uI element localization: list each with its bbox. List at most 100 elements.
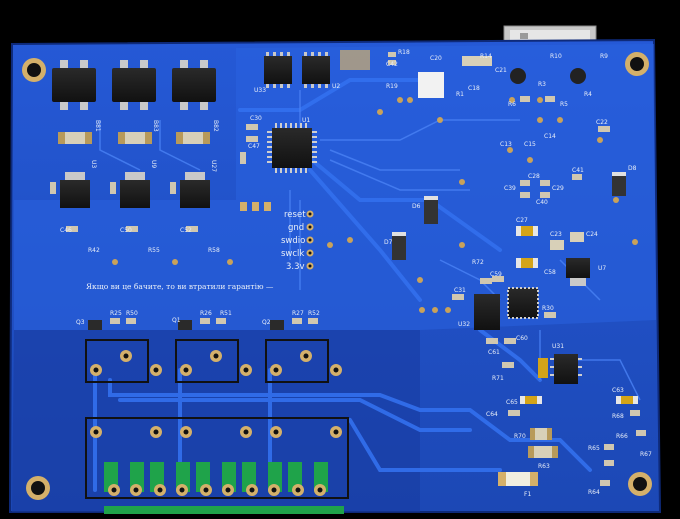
label-r55: R55 [148,247,160,254]
ic-u33: U33 [254,52,292,94]
label-r64: R64 [588,489,600,496]
label-b81: B81 [94,120,101,132]
label-u32: U32 [458,321,470,328]
label-c31: C31 [454,287,466,294]
label-u3: U3 [90,160,97,168]
transistor-row: Q3 R25 R50 Q1 R26 R51 Q2 R27 R52 [76,310,320,330]
label-d7: D7 [384,239,393,246]
label-c14: C14 [544,133,556,140]
label-c46: C46 [60,227,72,234]
label-c18: C18 [468,85,480,92]
label-q2: Q2 [262,319,271,326]
label-r4: R4 [584,91,592,98]
voltage-regulators: U3 U9 U27 [60,160,217,208]
label-c59: C59 [490,271,502,278]
mcu-u1: U1 [267,117,317,173]
label-r71: R71 [492,375,504,382]
label-r10: R10 [550,53,562,60]
label-c29: C29 [552,185,564,192]
label-c20: C20 [430,55,442,62]
header-label-3v3: 3.3v [286,262,305,272]
traces [93,78,592,492]
label-r6: R6 [508,101,516,108]
smd-capacitors-row [58,132,210,144]
label-r51: R51 [220,310,232,317]
label-r42: R42 [88,247,100,254]
mounting-hole-bottom-left [26,476,50,500]
regulator-row-passives: C46 C50 C52 R42 R55 R58 [50,182,220,254]
label-r67: R67 [640,451,652,458]
header-label-swclk: swclk [281,249,304,259]
label-u33: U33 [254,87,266,94]
label-u7: U7 [598,265,606,272]
label-r52: R52 [308,310,320,317]
label-c47: C47 [248,143,260,150]
vias [112,97,638,313]
label-r18: R18 [398,49,410,56]
label-q3: Q3 [76,319,85,326]
label-d8: D8 [628,165,637,172]
label-r1: R1 [456,91,464,98]
label-r19: R19 [386,83,398,90]
label-c27: C27 [516,217,528,224]
label-r14: R14 [480,53,492,60]
label-c42: C42 [386,61,398,68]
bridge-rectifier-b82: B82 [172,60,219,132]
label-c40: C40 [536,199,548,206]
label-c52: C52 [180,227,192,234]
relay-pads-upper [85,339,342,383]
label-r72: R72 [472,259,484,266]
label-c28: C28 [528,173,540,180]
label-c63: C63 [612,387,624,394]
label-r25: R25 [110,310,122,317]
terminal-block-area [85,417,349,514]
label-c15: C15 [524,141,536,148]
label-c13: C13 [500,141,512,148]
label-d6: D6 [412,203,421,210]
smd-pads-header-area [240,202,271,211]
label-c21: C21 [495,67,507,74]
label-b82: B82 [212,120,219,132]
label-c65: C65 [506,399,518,406]
mounting-hole-top-right [625,52,649,76]
bottom-right-components: C65 C64 R70 R63 F1 C63 R68 R66 R65 R67 R… [486,387,652,498]
label-r68: R68 [612,413,624,420]
label-c22: C22 [596,119,608,126]
header-label-swdio: swdio [281,236,305,246]
bridge-rectifier-b83: B83 [112,60,159,132]
label-q1: Q1 [172,317,181,324]
label-r70: R70 [514,433,526,440]
label-f1: F1 [524,491,531,498]
label-r65: R65 [588,445,600,452]
label-u31: U31 [552,343,564,350]
mcu-passives: C30 C47 [240,115,262,164]
warranty-note: Якщо ви це бачите, то ви втратили гарант… [86,282,274,291]
mounting-hole-top-left [22,58,46,82]
label-c23: C23 [550,231,562,238]
label-c58: C58 [544,269,556,276]
label-r3: R3 [538,81,546,88]
label-r26: R26 [200,310,212,317]
label-r50: R50 [126,310,138,317]
bridge-rectifier-b81: B81 [52,60,101,132]
header-label-gnd: gnd [288,223,304,233]
label-c24: C24 [586,231,598,238]
label-c30: C30 [250,115,262,122]
label-c41: C41 [572,167,584,174]
label-c61: C61 [488,349,500,356]
debug-header: reset gnd swdio swclk 3.3v [281,210,314,272]
label-c39: C39 [504,185,516,192]
mounting-holes [22,52,652,500]
header-label-reset: reset [284,210,306,220]
label-r27: R27 [292,310,304,317]
label-c50: C50 [120,227,132,234]
mounting-hole-bottom-right [628,472,652,496]
middle-right-components: C28 C41 C29 C39 C40 D8 D6 D7 C27 C23 C24… [384,165,637,286]
label-r58: R58 [208,247,220,254]
ic-cluster-u32-u30: C59 C31 U32 R30 C61 C60 [452,271,556,356]
label-u9: U9 [150,160,157,168]
label-u27: U27 [210,160,217,172]
label-r30: R30 [542,305,554,312]
label-u1: U1 [302,117,310,124]
